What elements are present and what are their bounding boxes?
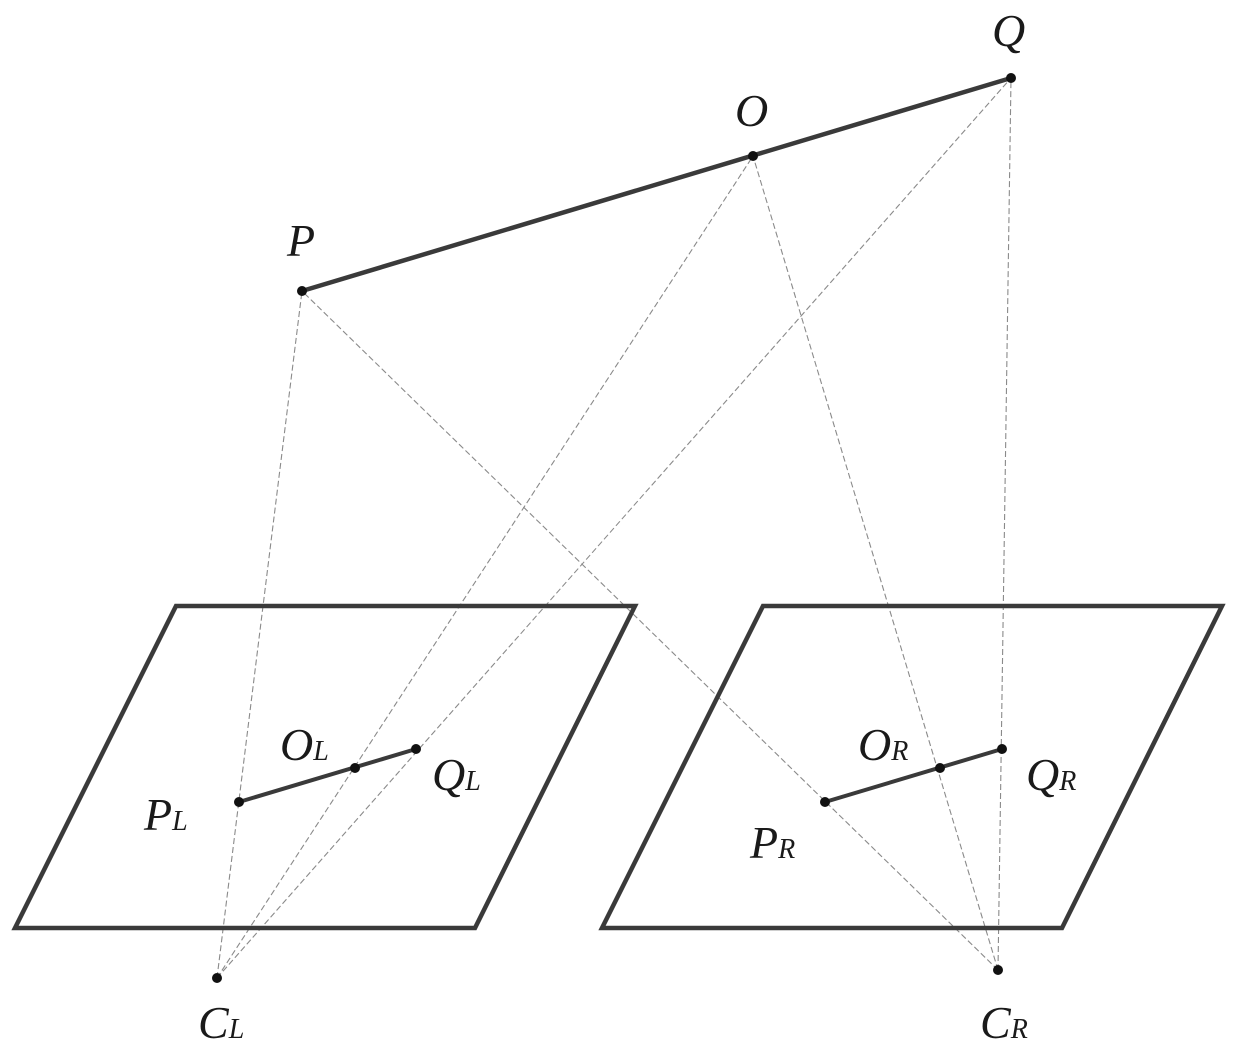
label-qr: QR: [1026, 749, 1076, 800]
point-q: [1006, 73, 1016, 83]
label-p: P: [286, 215, 315, 266]
point-cr: [993, 965, 1003, 975]
projection-rays: [216, 77, 1012, 979]
ray-cl-q: [216, 77, 1012, 979]
label-o: O: [735, 85, 768, 136]
point-p: [297, 286, 307, 296]
point-ql: [411, 744, 421, 754]
point-pl: [234, 797, 244, 807]
point-cl: [212, 973, 222, 983]
left-image-plane: [11, 603, 639, 931]
ray-cr-p: [301, 290, 999, 971]
labels: Q O P OL QL PL OR QR PR CL CR: [143, 5, 1076, 1048]
label-ql: QL: [432, 749, 481, 800]
ray-cl-o: [216, 155, 754, 979]
segment-pr-qr: [823, 747, 1004, 804]
label-or: OR: [858, 719, 908, 770]
label-ol: OL: [280, 719, 329, 770]
segment-pq: [299, 75, 1014, 294]
point-o: [748, 151, 758, 161]
segment-pl-ql: [237, 747, 418, 804]
point-pr: [820, 797, 830, 807]
label-cr: CR: [980, 997, 1028, 1048]
point-ol: [350, 763, 360, 773]
label-cl: CL: [198, 997, 244, 1048]
ray-cr-o: [752, 155, 999, 971]
right-image-plane: [598, 603, 1226, 931]
point-qr: [997, 744, 1007, 754]
point-or: [935, 763, 945, 773]
points: [212, 73, 1016, 983]
label-pl: PL: [143, 789, 188, 840]
ray-cr-q: [997, 77, 1012, 971]
label-pr: PR: [749, 817, 795, 868]
label-q: Q: [992, 5, 1025, 56]
ray-cl-p: [216, 290, 303, 979]
